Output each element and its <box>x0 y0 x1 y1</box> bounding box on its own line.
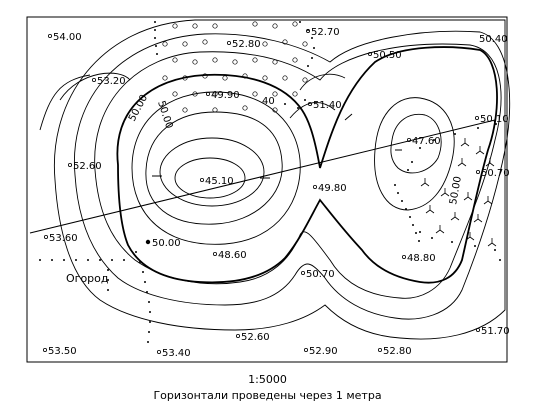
orchard-symbols <box>162 21 308 113</box>
contour-label: 50.00 <box>127 93 150 123</box>
spot-height-label: 53.20 <box>97 76 126 87</box>
spot-height-labels: 54.00 52.80 52.70 50.40 50.50 53.20 49.9… <box>48 27 510 359</box>
index-contour <box>116 46 498 284</box>
spot-height-label: 52.60 <box>241 332 270 343</box>
spot-height-label: 53.40 <box>162 348 191 359</box>
section-line <box>29 119 496 234</box>
spot-height-label: 53.60 <box>49 233 78 244</box>
spot-height-label: 49.90 <box>211 90 240 101</box>
spot-height-label: 50.70 <box>306 269 335 280</box>
contour-interval-note: Горизонтали проведены через 1 метра <box>153 389 382 402</box>
spot-height-label: 52.70 <box>311 27 340 38</box>
spot-height-label: 48.80 <box>407 253 436 264</box>
forest-boundary <box>394 123 501 261</box>
spot-height-label: 52.80 <box>383 346 412 357</box>
spot-height-label: 49.80 <box>318 183 347 194</box>
spot-height-label: 52.80 <box>232 39 261 50</box>
spot-height-label: 45.10 <box>205 176 234 187</box>
spot-height-label: 52.60 <box>73 161 102 172</box>
spot-height-label: 52.90 <box>309 346 338 357</box>
spot-height-label: 50.10 <box>480 114 509 125</box>
place-label-garden: Огород <box>66 272 109 285</box>
spot-height-label: 50.50 <box>373 50 402 61</box>
contour-label: 50.00 <box>155 100 174 131</box>
spot-height-label: 51.40 <box>313 100 342 111</box>
spot-height-label: 50.00 <box>152 238 181 249</box>
contour-ticks <box>152 113 402 179</box>
spot-height-markers <box>43 28 480 354</box>
map-frame <box>26 16 508 363</box>
garden-boundary <box>39 251 151 343</box>
contour-label: 40 <box>262 96 275 107</box>
spot-height-label: 50.70 <box>481 168 510 179</box>
spot-height-label: 47.60 <box>412 136 441 147</box>
spot-height-label: 54.00 <box>53 32 82 43</box>
spot-height-label: 53.50 <box>48 346 77 357</box>
contour-lines <box>39 19 511 340</box>
spot-height-label: 48.60 <box>218 250 247 261</box>
contour-label: 50.00 <box>448 175 464 205</box>
tree-symbols <box>420 138 497 247</box>
benchmark-point <box>145 239 151 245</box>
scale-label: 1:5000 <box>248 373 287 386</box>
spot-height-label: 51.70 <box>481 326 510 337</box>
spot-height-label: 50.40 <box>479 34 508 45</box>
